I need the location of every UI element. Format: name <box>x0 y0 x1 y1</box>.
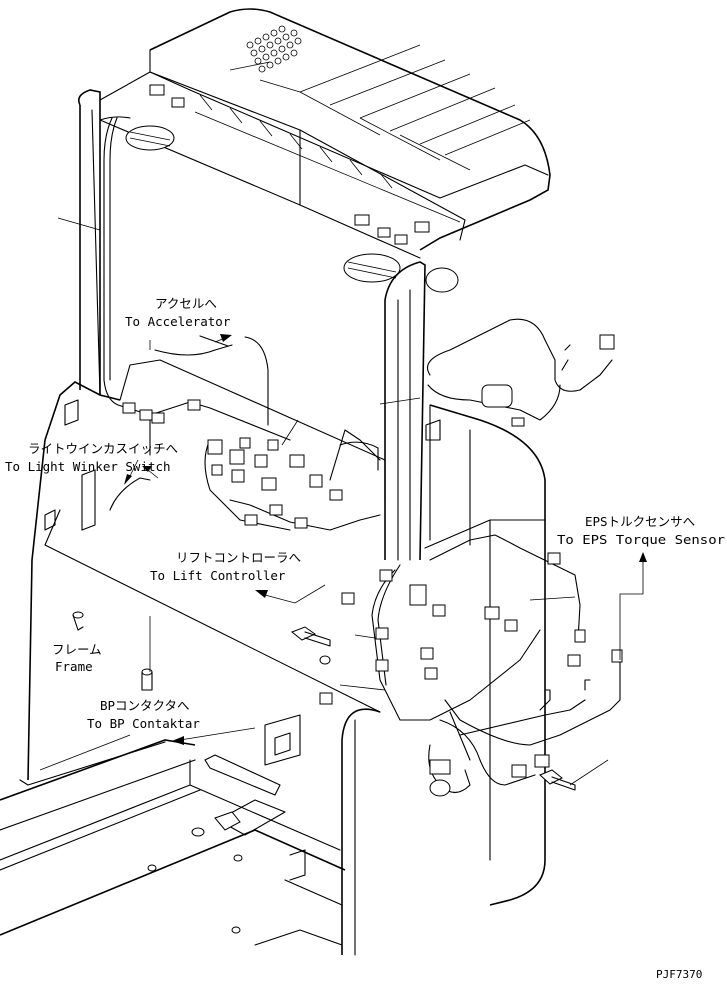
callout-light-winker: ライトウインカスイッチへ To Light Winker Switch <box>5 441 178 474</box>
callout-frame: フレーム Frame <box>52 642 102 674</box>
drawing-code: PJF7370 <box>656 968 702 981</box>
right-front-pillar <box>384 261 426 561</box>
leader-lines <box>39 217 609 786</box>
callout-bp-contactor: BPコンタクタへ To BP Contaktar <box>87 698 200 731</box>
callout-bp-contactor-en: To BP Contaktar <box>87 716 200 731</box>
callout-eps-sensor: EPSトルクセンサへ To EPS Torque Sensor <box>557 514 726 547</box>
machine-body <box>27 359 546 956</box>
callout-frame-en: Frame <box>55 659 93 674</box>
callout-accelerator-en: To Accelerator <box>125 314 231 329</box>
callout-lift-controller-jp: リフトコントローラへ <box>176 550 301 565</box>
harness-connectors <box>122 334 623 778</box>
direction-arrows <box>124 334 647 745</box>
callout-bp-contactor-jp: BPコンタクタへ <box>100 698 190 713</box>
callout-eps-sensor-jp: EPSトルクセンサへ <box>585 514 695 529</box>
wire-harness <box>103 117 623 797</box>
callout-light-winker-jp: ライトウインカスイッチへ <box>28 441 178 456</box>
callout-accelerator-jp: アクセルへ <box>155 296 217 311</box>
callout-lift-controller-en: To Lift Controller <box>150 568 286 583</box>
callout-eps-sensor-en: To EPS Torque Sensor <box>557 532 726 547</box>
left-front-pillar <box>77 89 131 396</box>
callout-frame-jp: フレーム <box>52 642 102 657</box>
overhead-guard-roof <box>99 8 551 293</box>
callout-lift-controller: リフトコントローラへ To Lift Controller <box>150 550 301 583</box>
callout-accelerator: アクセルへ To Accelerator <box>125 296 231 329</box>
chassis-base <box>0 714 346 946</box>
roof-vent-holes <box>246 25 302 73</box>
callout-light-winker-en: To Light Winker Switch <box>5 459 171 474</box>
